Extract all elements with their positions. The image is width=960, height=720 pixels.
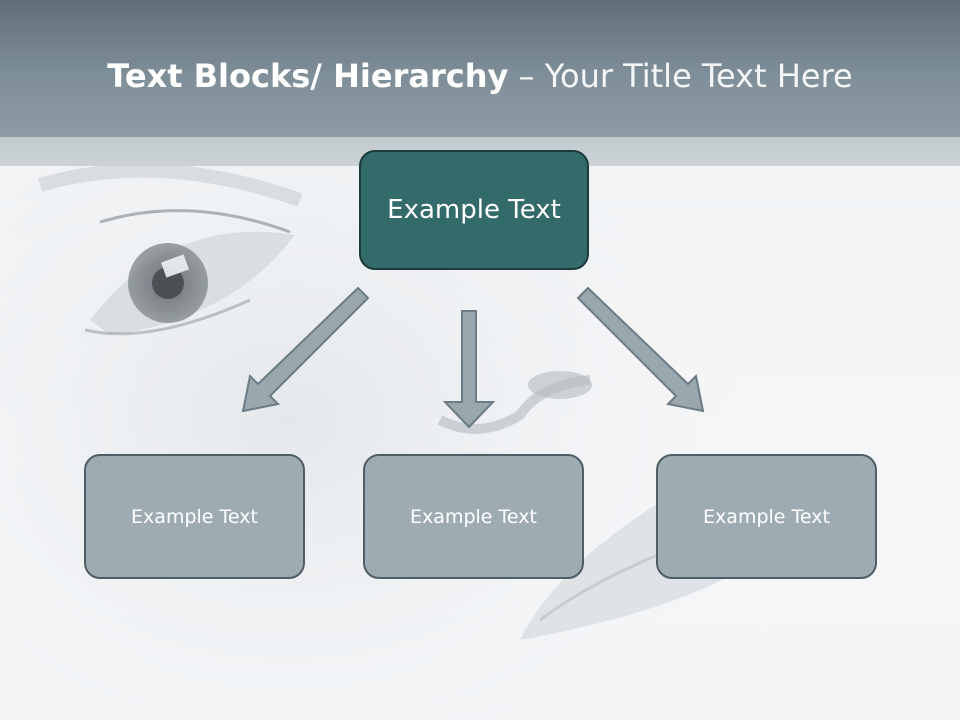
hierarchy-child-label-2: Example Text — [410, 505, 537, 528]
slide-title: Text Blocks/ Hierarchy – Your Title Text… — [0, 56, 960, 96]
hierarchy-child-box-2[interactable]: Example Text — [363, 454, 584, 579]
hierarchy-top-box[interactable]: Example Text — [359, 150, 589, 270]
hierarchy-child-label-1: Example Text — [131, 505, 258, 528]
arrow-down-right-icon — [576, 286, 705, 413]
title-bold-part: Text Blocks/ Hierarchy — [107, 57, 509, 95]
hierarchy-child-box-1[interactable]: Example Text — [84, 454, 305, 579]
hierarchy-child-box-3[interactable]: Example Text — [656, 454, 877, 579]
title-dash: – — [508, 57, 545, 95]
arrow-down-left-icon — [241, 286, 370, 413]
title-bar — [0, 0, 960, 137]
title-rest-part: Your Title Text Here — [544, 57, 853, 95]
arrow-down-icon — [442, 310, 496, 429]
hierarchy-child-label-3: Example Text — [703, 505, 830, 528]
hierarchy-top-label: Example Text — [387, 195, 561, 225]
